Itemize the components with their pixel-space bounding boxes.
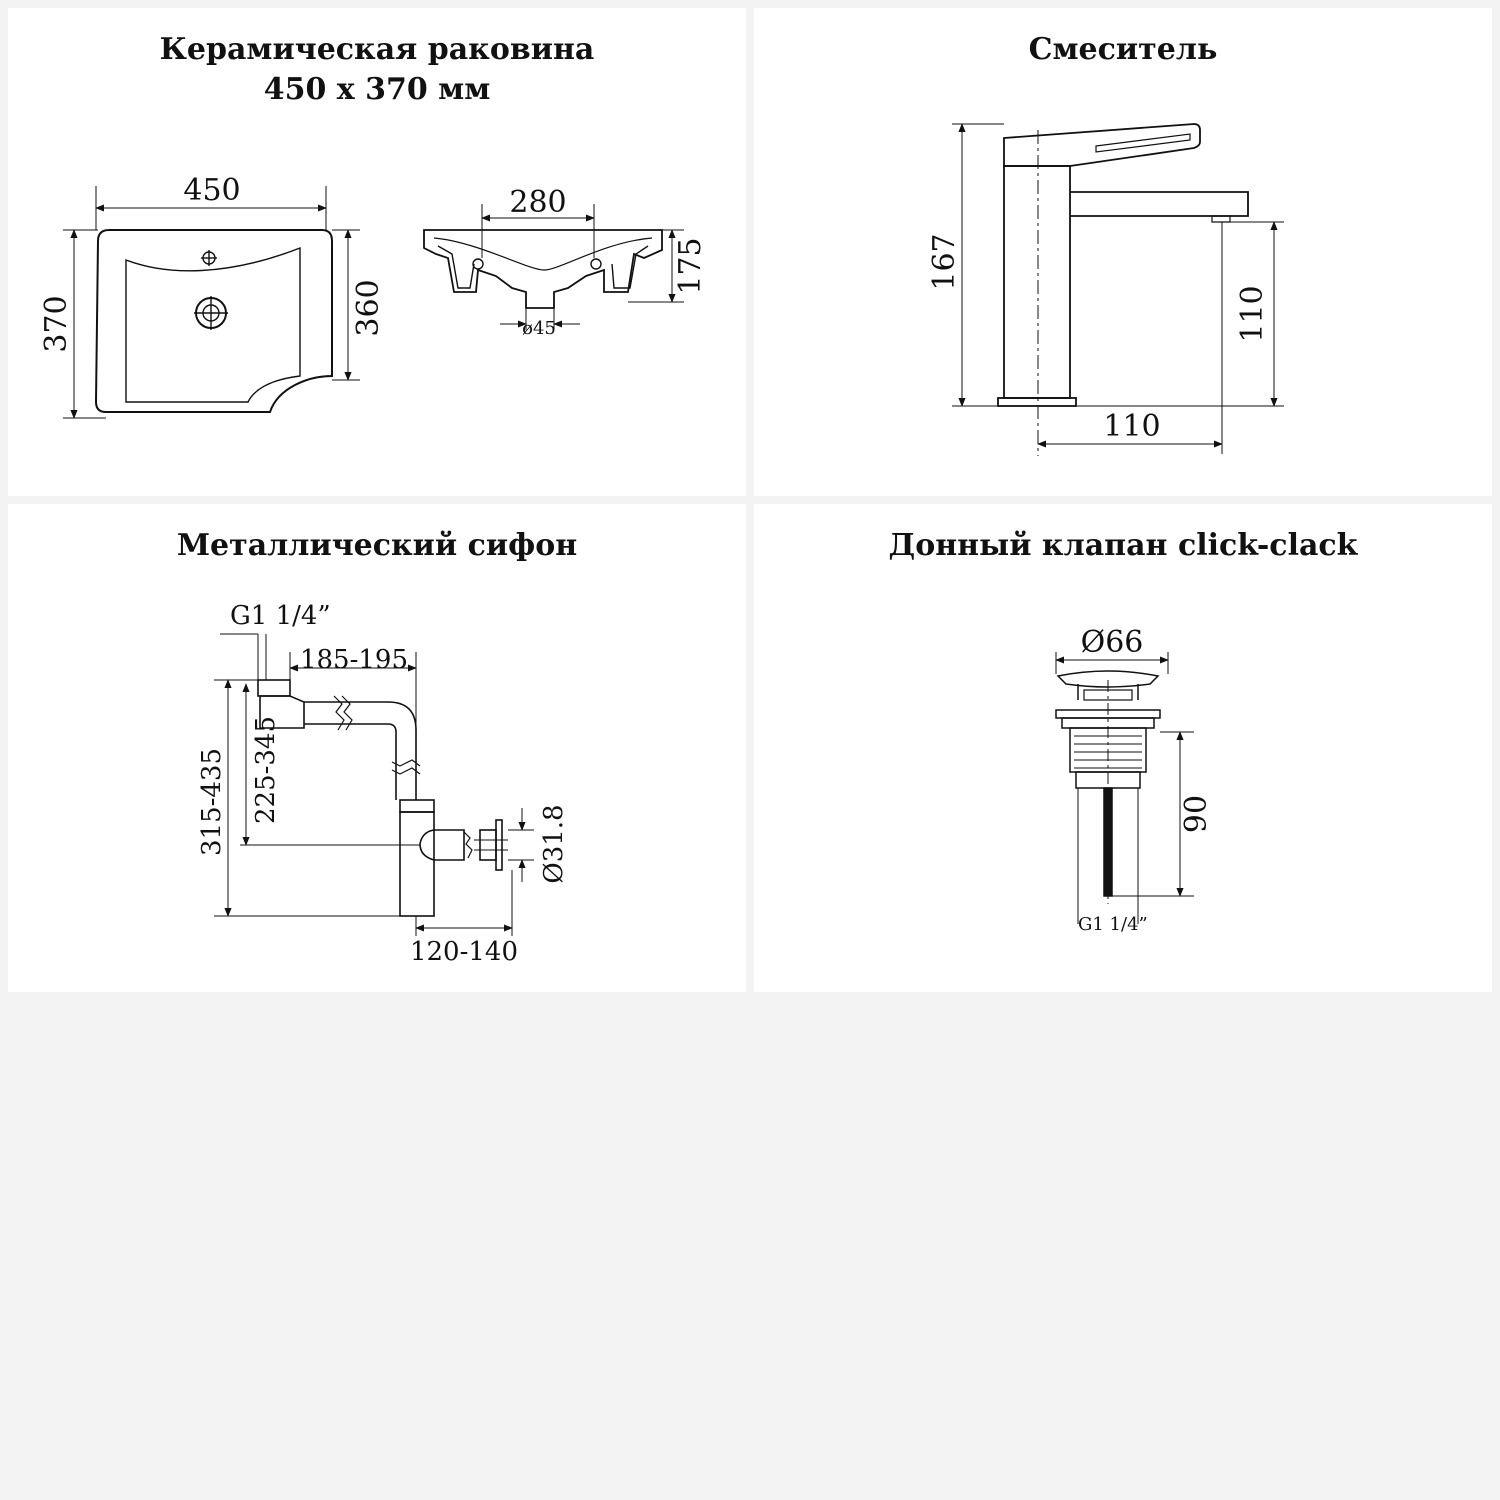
- mixer-title: Смеситель: [754, 30, 1492, 70]
- mixer-title-text: Смеситель: [1028, 32, 1218, 67]
- sink-drawing: 450 370 360 280 175 ø45: [39, 173, 708, 419]
- dim-185-label: 185-195: [300, 645, 408, 675]
- siphon-panel: Металлический сифон: [8, 504, 746, 992]
- dim-175-label: 175: [673, 237, 708, 294]
- sink-panel: Керамическая раковина 450 x 370 мм: [8, 8, 746, 496]
- valve-title-text: Донный клапан click-clack: [888, 528, 1358, 563]
- sink-bowl: [125, 246, 301, 403]
- dim-45-label: ø45: [522, 318, 556, 339]
- dim-318-label: Ø31.8: [539, 804, 569, 883]
- dim-280-label: 280: [509, 185, 566, 220]
- dim-thread-label: G1 1/4”: [230, 601, 331, 631]
- sink-top-outline: [94, 229, 333, 413]
- siphon-bottle-cap: [399, 799, 435, 813]
- mixer-panel: Смеситель: [754, 8, 1492, 496]
- dim-370-label: 370: [39, 295, 74, 352]
- dim-110v-label: 110: [1235, 285, 1270, 342]
- mixer-drawing: 167 110 110: [927, 123, 1284, 456]
- dim-90-label: 90: [1179, 795, 1214, 833]
- siphon-title-text: Металлический сифон: [176, 528, 578, 563]
- dim-167-label: 167: [927, 233, 962, 290]
- mixer-body: [1003, 165, 1071, 399]
- valve-cap: [1056, 670, 1160, 688]
- dim-360-label: 360: [351, 279, 386, 336]
- siphon-horizontal-pipe: [304, 701, 417, 758]
- dim-450-label: 450: [183, 173, 240, 208]
- valve-drawing: Ø66 90 G1 1/4”: [1055, 625, 1214, 935]
- dim-110h-label: 110: [1103, 409, 1160, 444]
- dim-225-label: 225-345: [251, 716, 281, 824]
- mixer-handle: [1003, 123, 1201, 167]
- dim-120-label: 120-140: [410, 937, 518, 967]
- mixer-base: [997, 397, 1077, 407]
- siphon-wall-flange: [495, 819, 503, 871]
- valve-panel: Донный клапан click-clack: [754, 504, 1492, 992]
- dim-315-label: 315-435: [197, 748, 227, 856]
- dim-66-label: Ø66: [1081, 625, 1144, 660]
- sink-title: Керамическая раковина 450 x 370 мм: [8, 30, 746, 110]
- mixer-spout: [1070, 191, 1249, 217]
- siphon-title: Металлический сифон: [8, 526, 746, 566]
- sink-title-line1: Керамическая раковина: [159, 32, 595, 67]
- siphon-inlet-nut: [257, 679, 291, 697]
- sink-title-line2: 450 x 370 мм: [263, 72, 491, 107]
- dim-g114-label: G1 1/4”: [1078, 914, 1148, 935]
- siphon-drawing: G1 1/4” 185-195 315-435 225-345 Ø31.8 12…: [197, 601, 569, 967]
- siphon-outlet: [419, 829, 465, 861]
- valve-title: Донный клапан click-clack: [754, 526, 1492, 566]
- siphon-bottle: [399, 811, 435, 917]
